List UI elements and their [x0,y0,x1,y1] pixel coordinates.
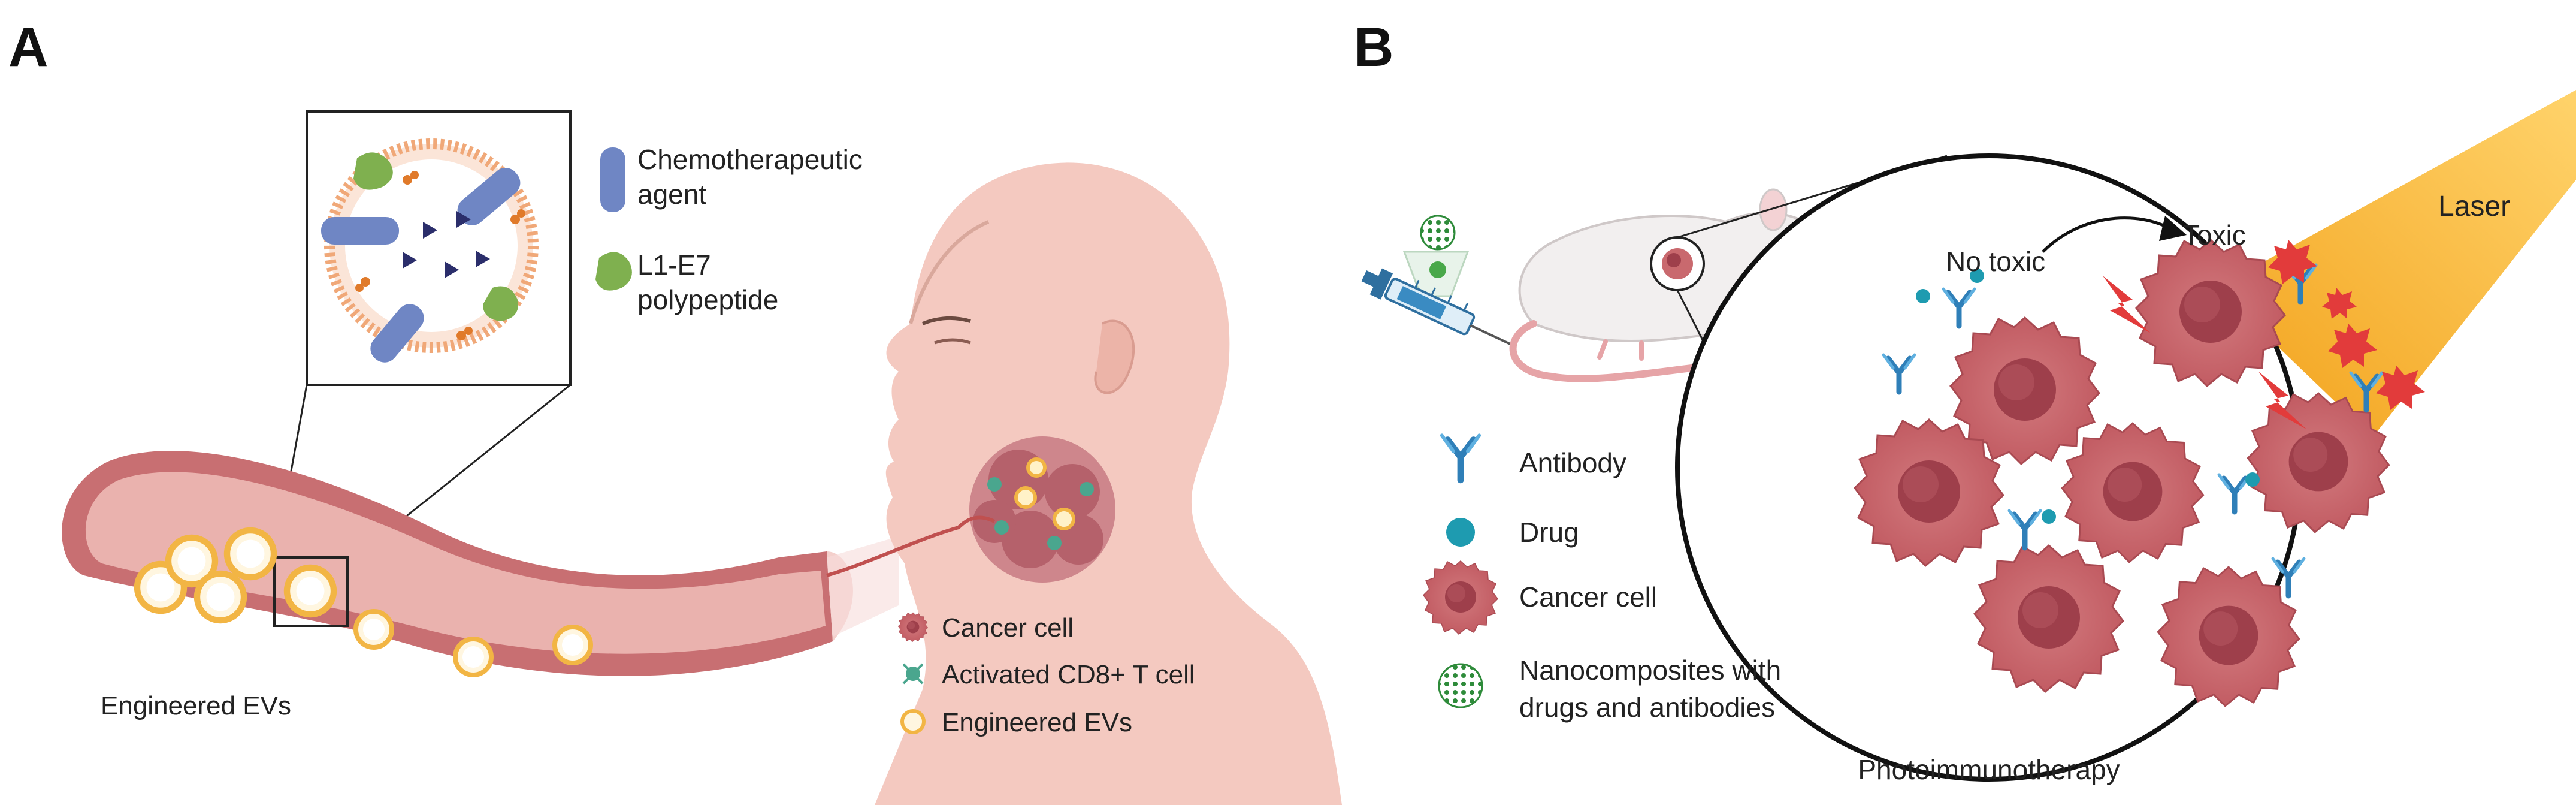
toxic-bursts [2268,240,2425,410]
vessel-to-tumour [826,515,996,577]
legend-nano-line2: drugs and antibodies [1519,692,1775,723]
legend-cancer-a: Cancer cell [897,612,1074,643]
tumour-mass [969,436,1115,583]
polypeptide-legend-icon [595,252,632,291]
ev-legend-icon [900,709,926,734]
legend-nano: Nanocomposites with drugs and antibodies [1438,655,1781,723]
cancer-cell-legend-icon [1423,560,1498,635]
ev [555,627,591,663]
vessel-label: Engineered EVs [101,691,291,720]
chemo-legend-icon [600,147,625,212]
blood-vessel [62,451,899,676]
legend-drug: Drug [1446,517,1579,548]
tumour-zoom-circle [1675,153,2425,782]
chemo-agent-rods [321,168,521,363]
ev-zoom-inset [306,110,572,386]
ear [1094,319,1135,394]
legend-cancer-a-label: Cancer cell [942,613,1074,643]
ev [227,530,274,577]
panel-letter-b: B [1354,17,1393,78]
legend-antibody: Antibody [1442,435,1626,480]
panel-letter-a: A [8,17,48,78]
legend-chemo-line2: agent [637,179,706,210]
nanocomposite-legend-icon [1438,663,1483,708]
legend-nano-line1: Nanocomposites with [1519,655,1781,686]
legend-tcell-label: Activated CD8+ T cell [942,660,1195,689]
toxic-label: Toxic [2183,219,2246,251]
legend-polypeptide-line1: L1-E7 [637,249,711,281]
vessel-zoom-box [273,556,349,627]
legend-polypeptide-line2: polypeptide [637,284,778,315]
ev [287,568,334,614]
legend-antibody-label: Antibody [1519,447,1626,478]
ev [197,574,244,620]
cancer-cell [2135,239,2286,387]
cancer-cell-legend-icon [897,612,929,643]
legend-polypeptide: L1-E7 polypeptide [595,249,778,315]
caption-photoimmunotherapy: Photoimmunotherapy [1858,754,2120,785]
antibody-legend-icon [1442,435,1479,480]
drug-legend-icon [1446,518,1475,547]
no-toxic-label: No toxic [1946,246,2045,277]
transition-arrow [2042,216,2170,253]
legend-evs-label: Engineered EVs [942,708,1132,737]
legend-evs: Engineered EVs [900,708,1132,737]
drug-particles [1916,269,2260,524]
cancer-cell [1973,544,2124,693]
membrane-proteins [355,171,525,340]
polypeptide-shapes [353,152,518,321]
cancer-cell [2247,392,2390,533]
laser-label: Laser [2438,191,2510,222]
cancer-cell [1854,418,2004,567]
legend-drug-label: Drug [1519,517,1579,548]
legend-cancer-b-label: Cancer cell [1519,581,1657,613]
closed-eye [934,338,971,345]
laser-hit-bolts [2103,276,2306,429]
legend-cancer-b: Cancer cell [1423,560,1657,635]
laser-beam [2217,90,2576,438]
legend-chemo-line1: Chemotherapeutic [637,144,863,175]
legend-tcell: Activated CD8+ T cell [902,660,1195,689]
legend-chemo: Chemotherapeutic agent [600,144,863,212]
syringe [1361,268,1514,347]
cancer-cell [2157,566,2300,707]
ev [455,639,491,675]
cancer-cell [2061,422,2205,563]
nanocomposite-vial [1402,215,1470,297]
drug-triangles [403,211,490,278]
ev [356,611,392,647]
